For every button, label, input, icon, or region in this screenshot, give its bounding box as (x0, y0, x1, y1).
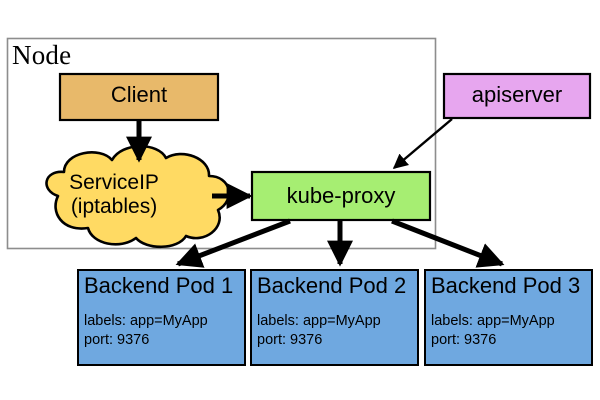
client-box (58, 72, 220, 122)
arrow-kube-proxy-to-pod-3 (391, 218, 505, 268)
backend-pod-1-box (77, 269, 246, 366)
arrow-apiserver-to-kube-proxy (392, 118, 453, 169)
serviceip-cloud-shape (45, 145, 231, 249)
arrow-kube-proxy-to-pod-1 (175, 218, 291, 268)
apiserver-box (442, 72, 592, 120)
kube-proxy-box (250, 170, 432, 222)
backend-pod-3-box (424, 269, 593, 366)
backend-pod-2-box (250, 269, 419, 366)
